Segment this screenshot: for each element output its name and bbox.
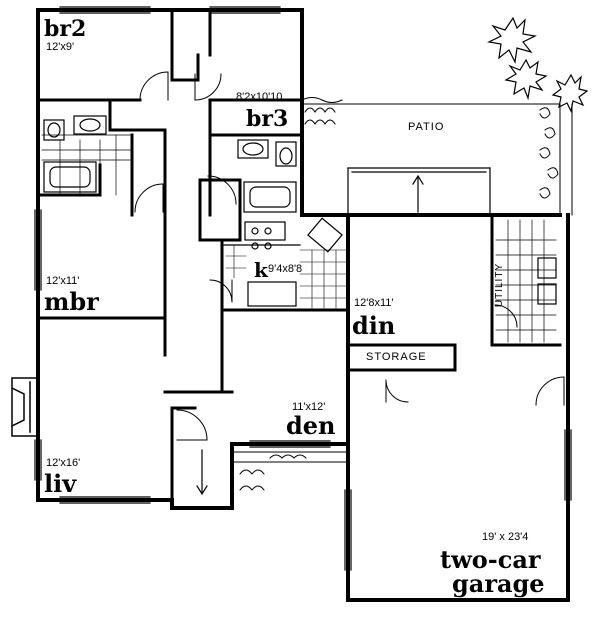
planter-entry <box>231 451 347 491</box>
tree-icon <box>487 16 589 113</box>
room-label-kitchen: k <box>254 258 268 282</box>
room-dims-den: 11'x12' <box>292 401 326 413</box>
room-label-storage: STORAGE <box>366 351 427 363</box>
room-label-br2: br2 <box>44 16 87 42</box>
exterior-walls <box>36 8 570 602</box>
room-dims-din: 12'8x11' <box>354 297 394 309</box>
utility-fixtures <box>495 219 557 343</box>
room-dims-liv: 12'x16' <box>46 457 81 469</box>
bathroom-fixtures <box>43 115 297 213</box>
room-label-garage-line1: two-car <box>440 545 541 574</box>
fireplace <box>10 377 39 437</box>
planter-right <box>539 103 573 216</box>
planter-patio <box>301 97 561 125</box>
patio-door <box>347 167 491 216</box>
room-label-den: den <box>286 411 336 440</box>
windows <box>34 6 572 571</box>
interior-walls <box>36 8 562 502</box>
room-dims-br3: 8'2x10'10 <box>236 91 283 103</box>
room-dims-br2: 12'x9' <box>46 41 75 53</box>
room-dims-kitchen: 9'4x8'8 <box>268 263 303 275</box>
entry-arrow <box>196 449 208 496</box>
room-dims-mbr: 12'x11' <box>46 275 80 287</box>
room-label-din: din <box>352 311 396 340</box>
kitchen-tile <box>225 244 347 309</box>
bath-tile-left <box>41 134 131 196</box>
room-label-patio: PATIO <box>408 121 445 133</box>
room-label-utility: UTILITY <box>494 262 506 308</box>
room-label-br3: br3 <box>246 106 289 132</box>
kitchen-fixtures <box>221 217 343 307</box>
room-label-mbr: mbr <box>44 287 99 316</box>
room-label-liv: liv <box>44 469 77 498</box>
room-dims-garage: 19' x 23'4 <box>482 531 529 543</box>
doors <box>134 71 565 441</box>
room-label-garage-line2: garage <box>452 569 545 598</box>
